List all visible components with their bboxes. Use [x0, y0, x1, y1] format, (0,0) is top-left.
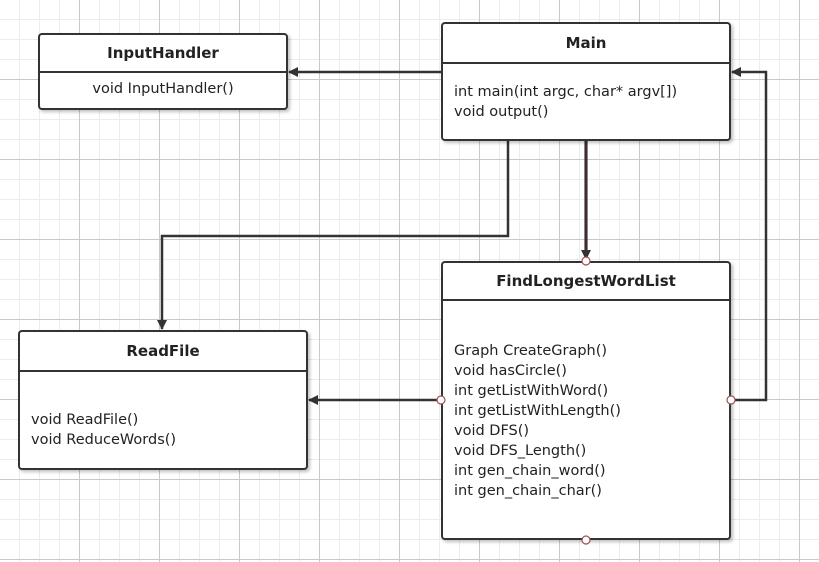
class-inputhandler[interactable]: InputHandler void InputHandler() — [38, 33, 288, 110]
method-line: void DFS_Length() — [454, 443, 587, 459]
method-line: int getListWithLength() — [454, 403, 621, 419]
class-findlongestwordlist-methods: Graph CreateGraph() void hasCircle() int… — [443, 301, 729, 501]
class-inputhandler-methods: void InputHandler() — [40, 73, 286, 99]
method-line: int gen_chain_word() — [454, 463, 606, 479]
method-line: int main(int argc, char* argv[]) — [454, 84, 678, 100]
class-readfile-methods: void ReadFile() void ReduceWords() — [20, 372, 306, 450]
edge-main-to-readfile[interactable] — [157, 141, 510, 330]
method-line: int gen_chain_char() — [454, 483, 602, 499]
method-line: int getListWithWord() — [454, 383, 609, 399]
method-line: void hasCircle() — [454, 363, 567, 379]
method-line: void InputHandler() — [92, 81, 234, 97]
class-inputhandler-name: InputHandler — [40, 35, 286, 73]
class-main[interactable]: Main int main(int argc, char* argv[]) vo… — [441, 22, 731, 141]
method-line: void output() — [454, 104, 549, 120]
class-main-name: Main — [443, 24, 729, 64]
class-main-methods: int main(int argc, char* argv[]) void ou… — [443, 64, 729, 122]
class-readfile-name: ReadFile — [20, 332, 306, 372]
method-line: void ReadFile() — [31, 412, 139, 428]
class-findlongestwordlist[interactable]: FindLongestWordList Graph CreateGraph() … — [441, 261, 731, 540]
method-line: Graph CreateGraph() — [454, 343, 608, 359]
method-line: void ReduceWords() — [31, 432, 177, 448]
class-findlongestwordlist-name: FindLongestWordList — [443, 263, 729, 301]
class-readfile[interactable]: ReadFile void ReadFile() void ReduceWord… — [18, 330, 308, 470]
method-line: void DFS() — [454, 423, 530, 439]
edge-findlongestwordlist-to-main[interactable] — [731, 67, 768, 402]
